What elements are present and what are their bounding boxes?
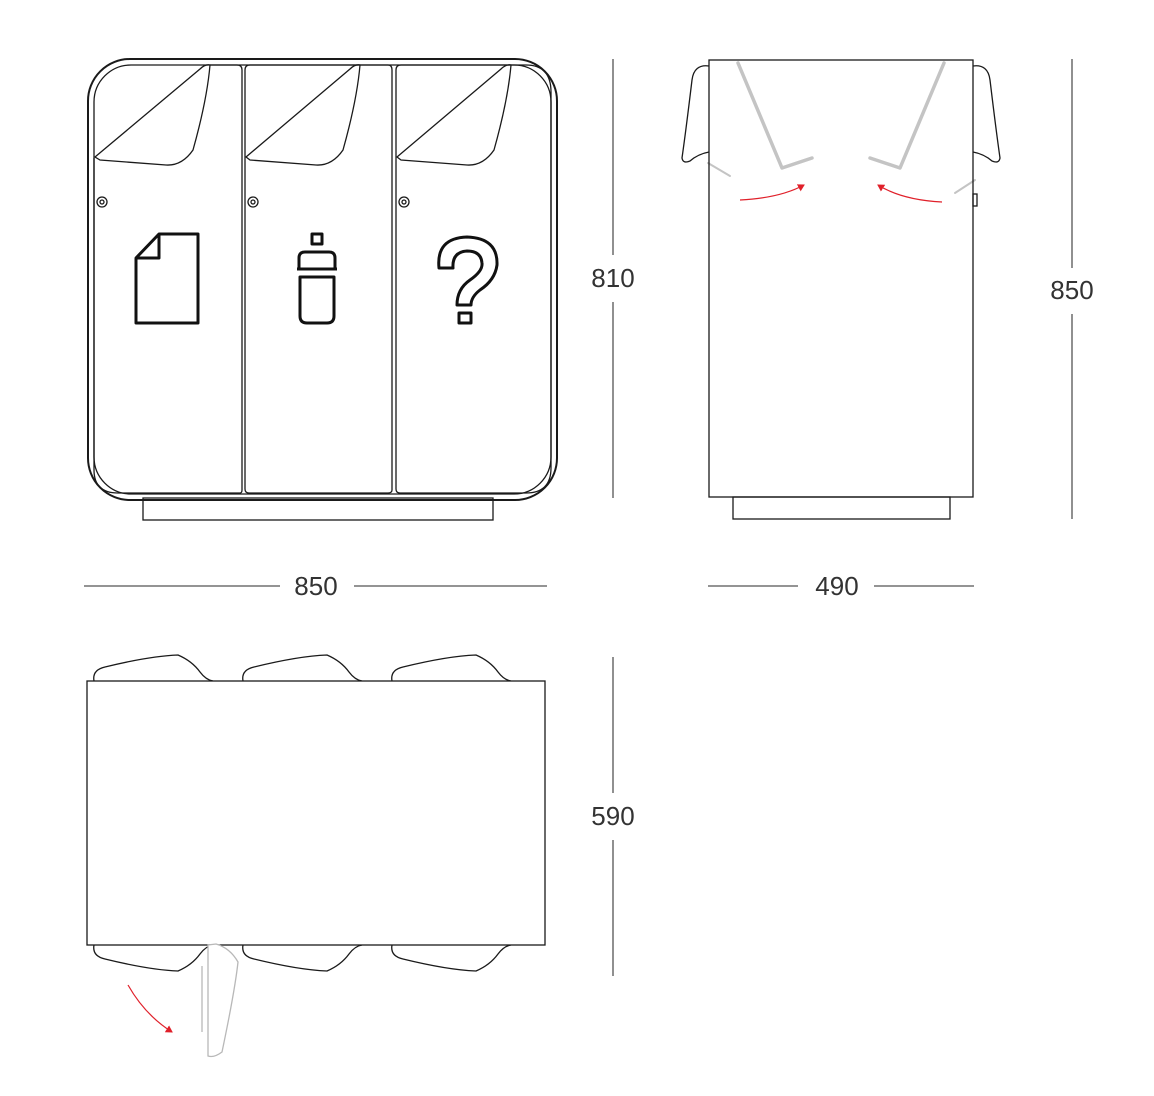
lock-icon-right (398, 196, 410, 208)
front-base-plinth (142, 497, 494, 521)
top-view (86, 654, 546, 1058)
dimension-top-depth: 590 (591, 657, 635, 976)
bottle-icon (297, 232, 337, 325)
top-lid-lower-3 (391, 944, 512, 972)
open-lid-left (736, 61, 814, 170)
top-lid-lower-2 (242, 944, 363, 972)
dimension-front-height: 810 (591, 59, 635, 498)
top-lid-upper-1 (93, 654, 214, 682)
dimension-front-width: 850 (84, 571, 547, 601)
front-outer-frame (87, 58, 558, 501)
dim-label-top-depth: 590 (591, 801, 634, 831)
lid-flap-left (93, 64, 211, 166)
side-flap-right (972, 65, 1001, 163)
side-handle (972, 193, 978, 207)
side-view (681, 59, 1001, 520)
dim-label-front-height: 810 (591, 263, 634, 293)
document-icon (134, 232, 200, 325)
motion-arrow-left (739, 184, 805, 201)
motion-arrow-top (127, 984, 173, 1033)
compartment-left (93, 64, 243, 494)
dimension-side-height: 850 (1050, 59, 1094, 519)
dim-label-front-width: 850 (294, 571, 337, 601)
lid-flap-middle (244, 64, 361, 166)
side-flap-left (681, 65, 710, 163)
side-base-plinth (732, 496, 951, 520)
dim-label-side-depth: 490 (815, 571, 858, 601)
motion-arrow-right (877, 184, 943, 203)
dimension-side-depth: 490 (708, 571, 974, 601)
lock-icon-left (96, 196, 108, 208)
front-view (87, 58, 558, 521)
top-open-lid (207, 943, 239, 1058)
top-lid-upper-2 (242, 654, 363, 682)
question-mark-icon (437, 235, 499, 325)
lid-flap-right (395, 64, 512, 166)
compartment-right (395, 64, 552, 494)
top-body (86, 680, 546, 946)
front-inner-frame (93, 64, 552, 495)
dim-label-side-height: 850 (1050, 275, 1093, 305)
side-body (708, 59, 974, 498)
top-lid-upper-3 (391, 654, 512, 682)
top-lid-lower-1 (93, 944, 214, 972)
compartment-middle (244, 64, 393, 494)
open-lid-right (868, 61, 946, 170)
lock-icon-middle (247, 196, 259, 208)
